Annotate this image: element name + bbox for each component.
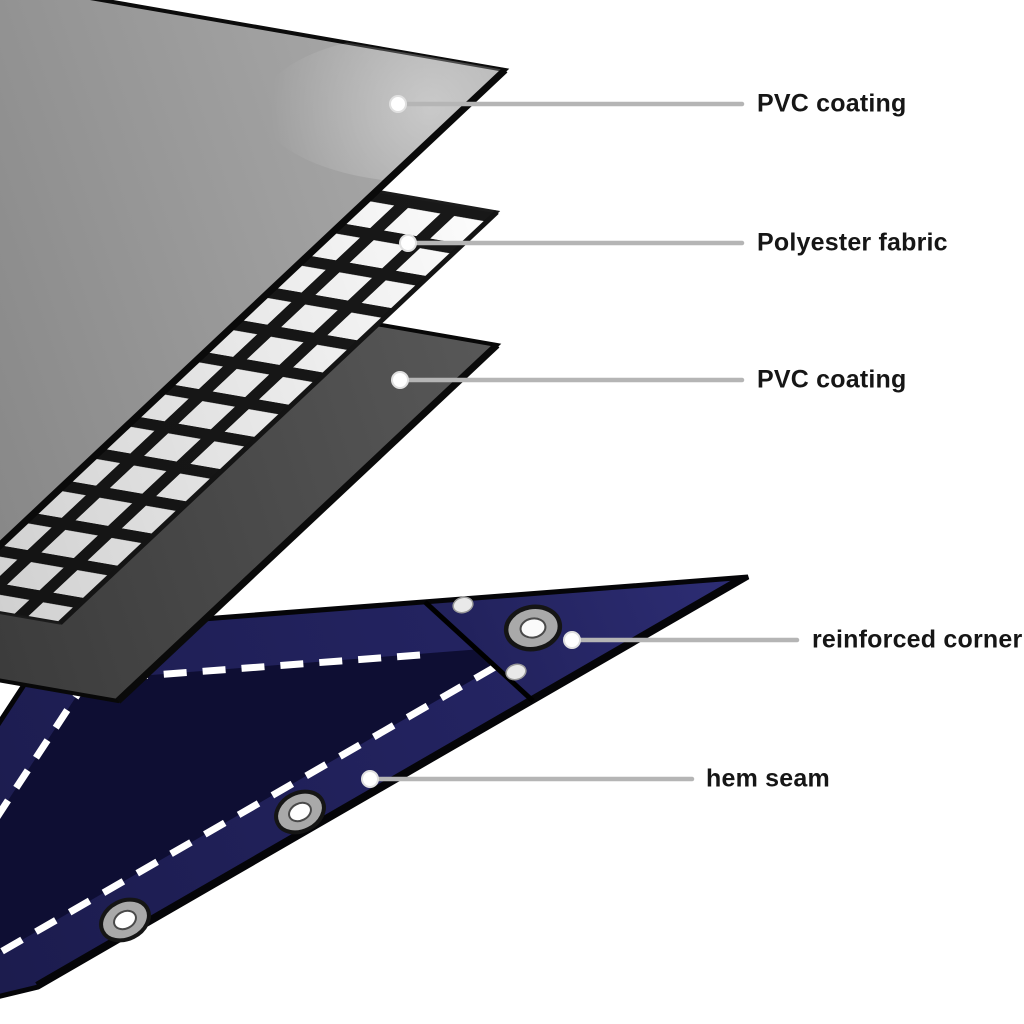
callout-label-reinforced-corner: reinforced corner [812,625,1023,654]
corner-seam-line [423,600,535,703]
callout-dot-pvc-bottom [391,371,409,389]
callout-label-hem-seam: hem seam [706,764,830,793]
callout-dots [361,95,581,788]
hem-grommet [274,789,326,835]
callout-label-pvc-top: PVC coating [757,89,907,118]
callout-label-polyester: Polyester fabric [757,228,948,257]
tarp-outline [0,574,750,999]
corner-grommet [503,604,563,652]
callout-dot-hem-seam [361,770,379,788]
rivet-dot [452,596,474,614]
gray-sheet-edge [0,67,508,551]
hem-grommet [99,897,151,943]
hem-stitch-bottom [0,663,497,968]
hem-stitch-left [0,678,90,906]
tarpaulin-layer [0,574,750,1024]
tarp-body [0,645,533,1024]
callout-dot-pvc-top [389,95,407,113]
callout-dot-reinforced-corner [563,631,581,649]
callout-lines [367,101,800,782]
mesh-sheet-edge [58,210,499,625]
pvc-coating-top-layer [0,0,510,551]
rivet-dot [505,663,527,681]
callout-label-pvc-bottom: PVC coating [757,365,907,394]
callout-dot-polyester [399,234,417,252]
dark-sheet-edge [115,342,500,704]
